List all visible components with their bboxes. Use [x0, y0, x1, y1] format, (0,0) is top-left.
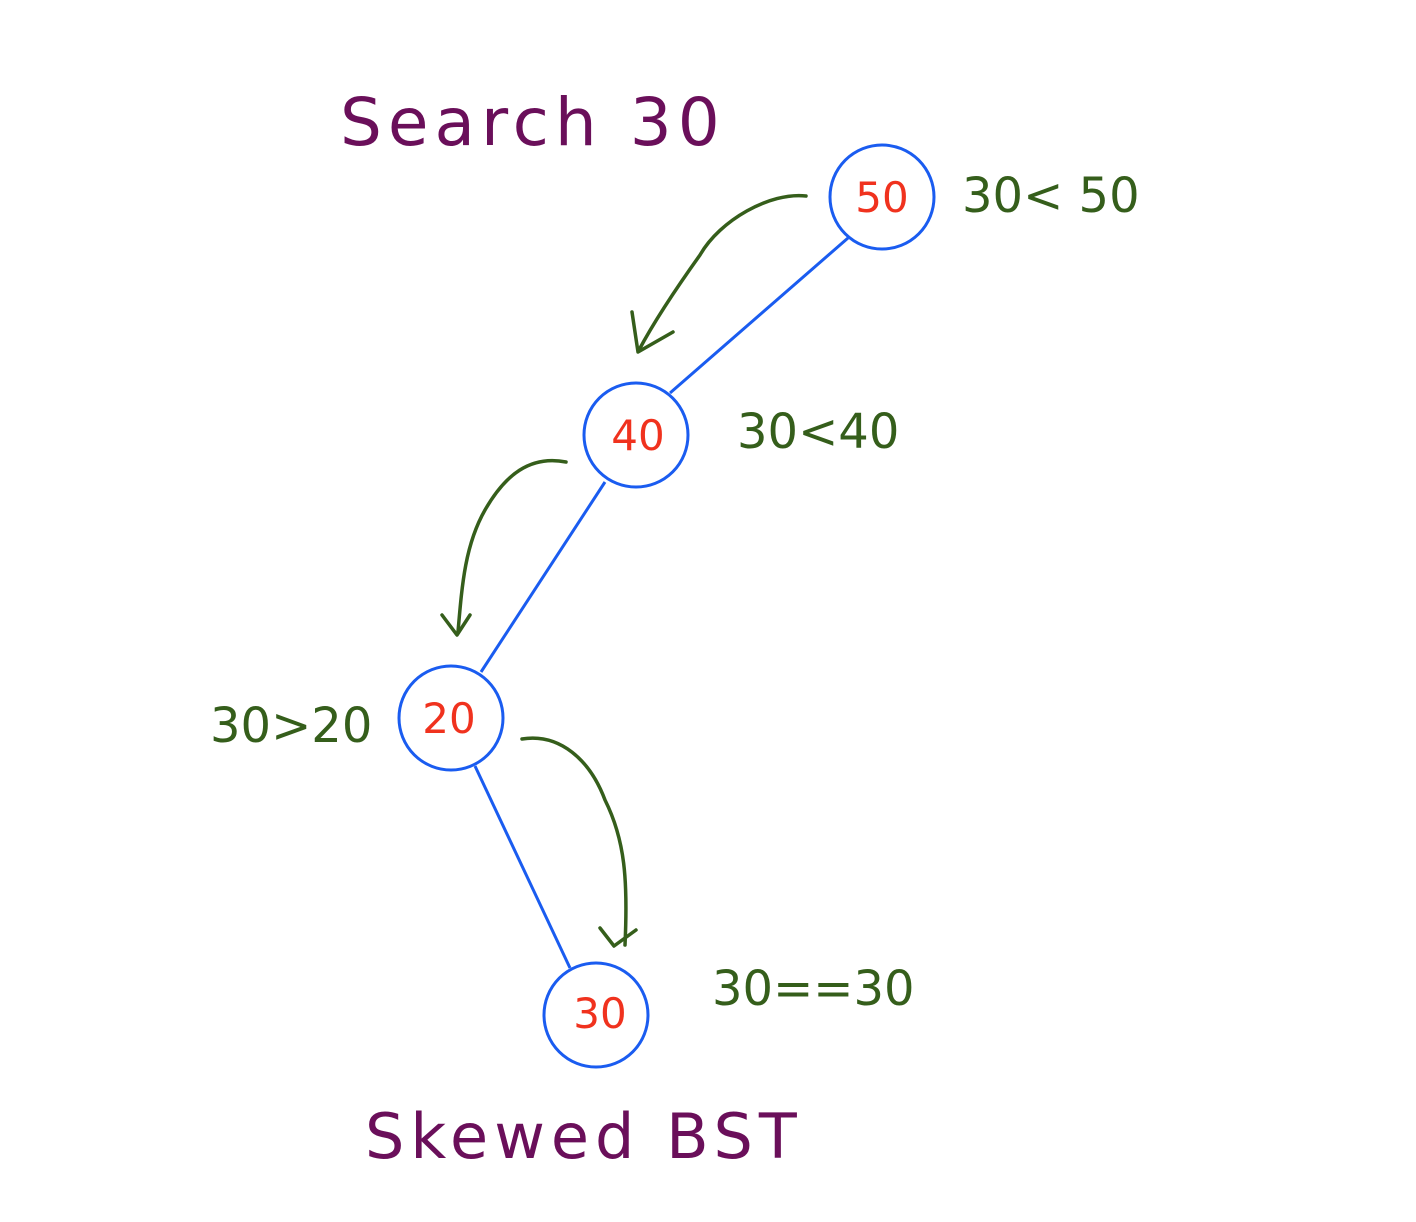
node-circle [828, 143, 936, 251]
node-circle [397, 664, 505, 772]
comparison-label-20: 30>20 [210, 698, 372, 754]
search-arrow-40-to-20 [440, 459, 568, 637]
node-value: 20 [422, 694, 475, 743]
arrow-curve [456, 459, 568, 634]
arrow-curve [637, 193, 808, 352]
tree-node-50: 50 [828, 143, 936, 251]
arrowhead-icon [598, 926, 638, 948]
arrow-curve [520, 736, 628, 947]
edge-50-40 [669, 236, 849, 395]
tree-node-40: 40 [582, 381, 690, 489]
comparison-label-30: 30==30 [712, 961, 915, 1017]
comparison-label-50: 30< 50 [962, 168, 1140, 224]
diagram-title: Search 30 [340, 84, 726, 161]
arrowhead-icon [440, 613, 472, 637]
tree-node-20: 20 [397, 664, 505, 772]
node-circle [542, 961, 650, 1069]
node-value: 50 [855, 173, 908, 222]
edge-20-30 [473, 765, 572, 969]
node-circle [582, 381, 690, 489]
arrowhead-icon [630, 310, 675, 354]
search-arrow-50-to-40 [630, 193, 808, 354]
node-value: 30 [573, 989, 626, 1038]
edge-40-20 [479, 481, 607, 673]
search-arrow-20-to-30 [520, 736, 638, 948]
node-value: 40 [611, 411, 664, 460]
tree-node-30: 30 [542, 961, 650, 1069]
comparison-label-40: 30<40 [737, 404, 899, 460]
diagram-caption: Skewed BST [365, 1100, 803, 1173]
